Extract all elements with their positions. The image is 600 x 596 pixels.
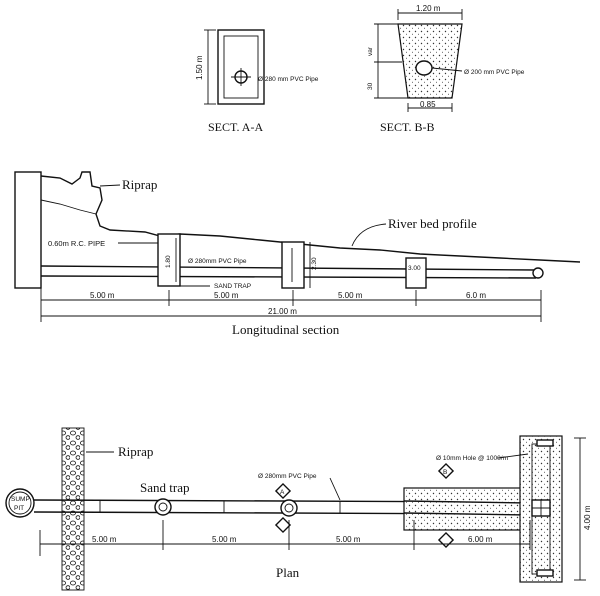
section-b-caption: SECT. B-B — [380, 120, 434, 134]
dim-seg-3: 5.00 m — [338, 291, 363, 300]
section-a-caption: SECT. A-A — [208, 120, 263, 134]
plan-view: Riprap SUMP PIT Sand trap Ø 280mm PVC Pi… — [5, 427, 592, 591]
box-2-label: 2.30 — [311, 257, 318, 270]
section-b-top-label: 1.20 m — [416, 4, 441, 13]
plan-sand-trap-2 — [280, 499, 298, 517]
pvc-pipe-label-section: Ø 280mm PVC Pipe — [188, 258, 247, 265]
riprap-strip — [61, 427, 85, 591]
section-b-var-label: var — [367, 46, 374, 56]
svg-text:B: B — [443, 469, 447, 476]
river-bed-profile — [40, 171, 581, 263]
section-b-pipe-label: Ø 200 mm PVC Pipe — [464, 69, 525, 76]
section-a-height-label: 1.50 m — [195, 55, 204, 80]
sump-label-2: PIT — [14, 505, 24, 512]
sand-trap-box-2 — [281, 241, 305, 289]
plan-caption: Plan — [276, 565, 300, 580]
dim-seg-2: 5.00 m — [214, 291, 239, 300]
section-a-a: 1.50 m Ø 280 mm PVC Pipe SECT. A-A — [195, 29, 319, 134]
dim-seg-4: 6.0 m — [466, 291, 486, 300]
riprap-label-section: Riprap — [122, 177, 157, 192]
riprap-label-plan: Riprap — [118, 444, 153, 459]
wall — [14, 171, 42, 289]
section-marker-a: A — [274, 482, 292, 534]
width-label: 4.00 m — [583, 505, 592, 530]
box-1-label: 1.80 — [165, 255, 172, 268]
section-b-trench — [397, 23, 463, 99]
section-b-b: 1.20 m var 30 Ø 200 mm PVC Pipe 0.85 SEC… — [367, 4, 525, 134]
gravel-bed — [403, 487, 531, 531]
longitudinal-section: Riprap River bed profile 0.60m R.C. PIPE… — [14, 171, 581, 337]
section-marker-b: B — [437, 462, 455, 549]
section-a-box-inner — [223, 35, 259, 99]
pipe-end — [532, 267, 544, 279]
section-b-pipe — [415, 60, 433, 76]
box-3-label: 3.00 — [408, 265, 421, 272]
dim-seg-1: 5.00 m — [90, 291, 115, 300]
section-a-box-outer — [217, 29, 265, 105]
plan-dim-4: 6.00 m — [468, 535, 493, 544]
sump-label-1: SUMP — [11, 496, 30, 503]
plan-dim-1: 5.00 m — [92, 535, 117, 544]
sand-trap-label-plan: Sand trap — [140, 480, 189, 495]
sand-trap-label-section: SAND TRAP — [214, 283, 251, 290]
pvc-pipe-label-plan: Ø 280mm PVC Pipe — [258, 473, 317, 480]
sand-trap-box-1 — [157, 233, 181, 287]
river-bed-label: River bed profile — [388, 216, 477, 231]
svg-text:A: A — [280, 489, 285, 496]
dim-total: 21.00 m — [268, 307, 297, 316]
section-b-bottom-label: 0.85 — [420, 100, 436, 109]
plan-sand-trap-1 — [154, 498, 172, 516]
section-b-30-label: 30 — [367, 82, 374, 90]
longitudinal-caption: Longitudinal section — [232, 322, 340, 337]
sand-trap-box-3 — [405, 257, 427, 289]
sump-pit — [5, 488, 35, 518]
rc-pipe-label: 0.60m R.C. PIPE — [48, 239, 105, 248]
plan-dim-2: 5.00 m — [212, 535, 237, 544]
section-a-pipe-label: Ø 280 mm PVC Pipe — [258, 76, 319, 83]
plan-dim-3: 5.00 m — [336, 535, 361, 544]
holes-label: Ø 10mm Hole @ 1000/m — [436, 455, 508, 462]
